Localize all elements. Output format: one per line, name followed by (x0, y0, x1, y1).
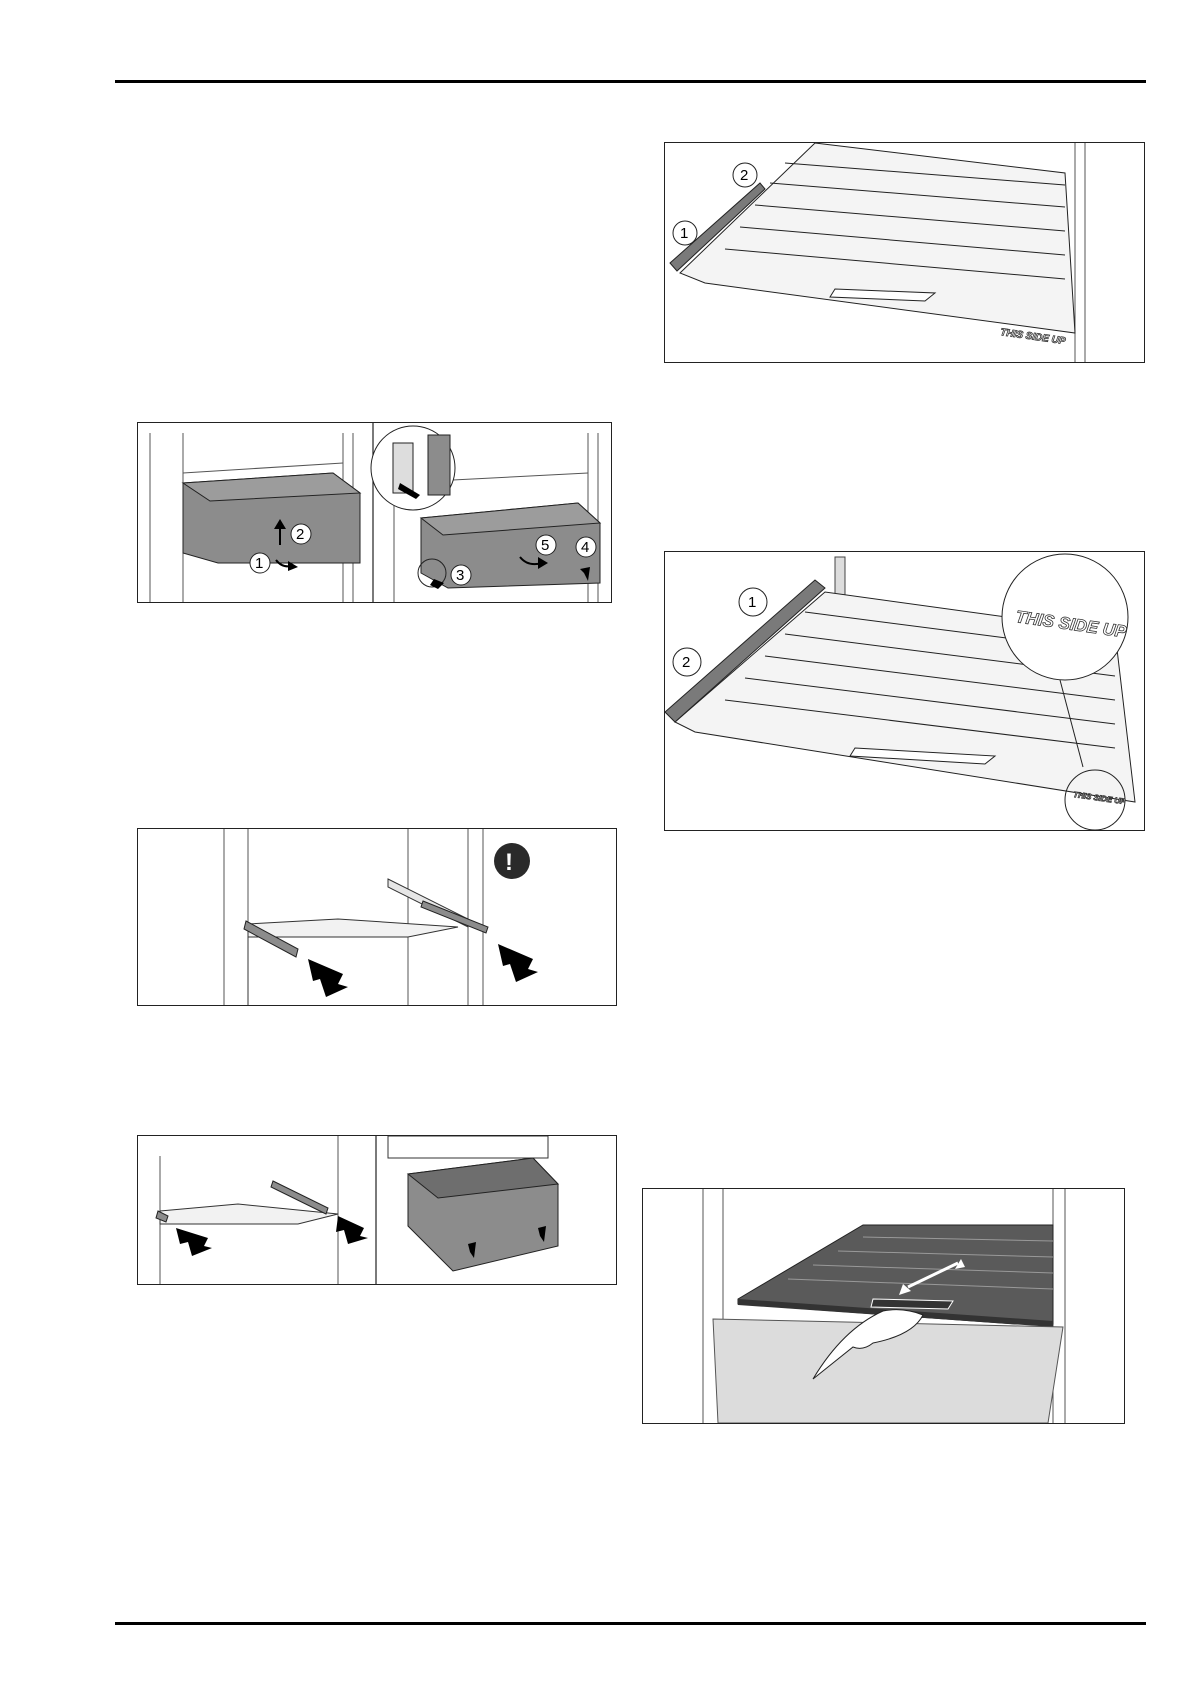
header-rule (115, 80, 1146, 83)
callout-4: 4 (581, 539, 589, 556)
rail-insert-figure: ! (137, 828, 617, 1006)
glass-shelf-zoom-illustration: 1 2 THIS SIDE UP THIS SIDE UP (665, 552, 1144, 830)
drawer-insert-figure (137, 1135, 617, 1285)
shelf-slide-illustration (643, 1189, 1124, 1423)
callout-2: 2 (296, 526, 304, 543)
warning-icon: ! (505, 849, 513, 876)
callout-1: 1 (748, 594, 756, 611)
drawer-insert-illustration (138, 1136, 616, 1284)
callout-1: 1 (680, 225, 688, 242)
callout-3: 3 (456, 567, 464, 584)
drawer-removal-figure: 2 1 3 4 5 (137, 422, 612, 603)
glass-shelf-zoom-figure: 1 2 THIS SIDE UP THIS SIDE UP (664, 551, 1145, 831)
callout-5: 5 (541, 537, 549, 554)
drawer-removal-illustration: 2 1 3 4 5 (138, 423, 611, 602)
callout-1: 1 (255, 555, 263, 572)
shelf-slide-figure (642, 1188, 1125, 1424)
callout-2: 2 (682, 654, 690, 671)
footer-rule (115, 1622, 1146, 1625)
glass-shelf-illustration: 2 1 THIS SIDE UP (665, 143, 1144, 362)
callout-2: 2 (740, 167, 748, 184)
glass-shelf-figure: 2 1 THIS SIDE UP (664, 142, 1145, 363)
rail-insert-illustration: ! (138, 829, 616, 1005)
